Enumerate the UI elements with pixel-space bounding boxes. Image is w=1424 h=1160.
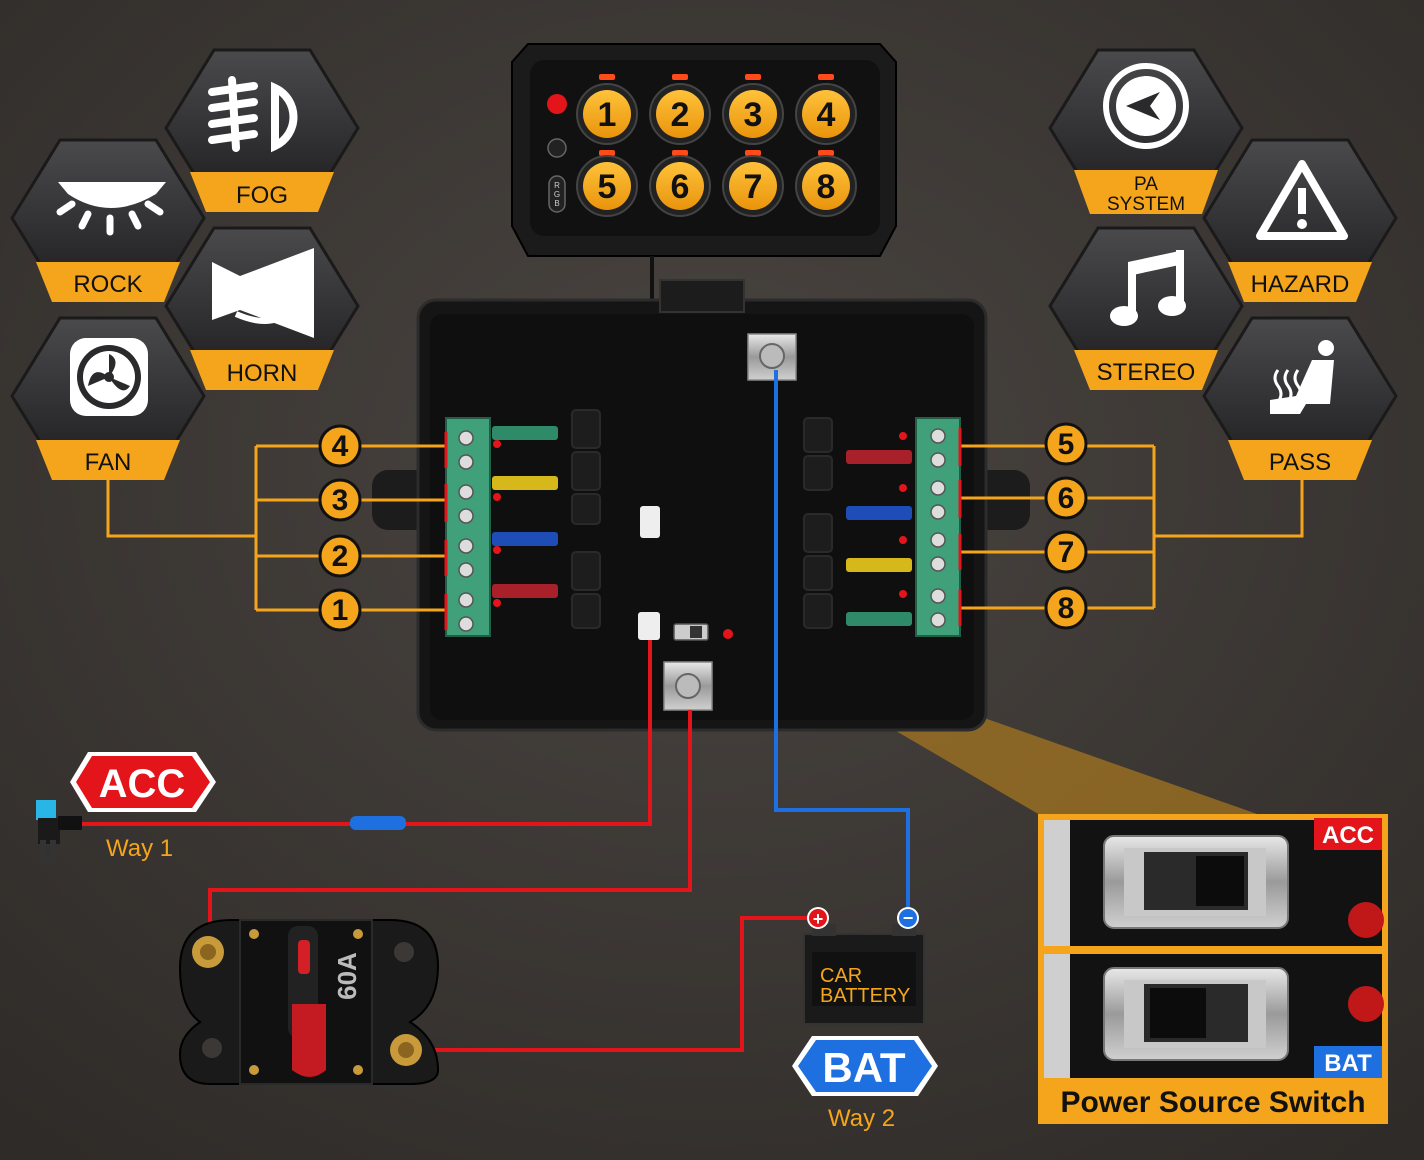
channel-badge-8: 8 xyxy=(1044,586,1088,630)
function-hex-stereo[interactable]: STEREO xyxy=(1048,226,1244,390)
svg-text:5: 5 xyxy=(598,168,617,206)
horn-icon xyxy=(212,248,314,338)
panel-button-1[interactable]: 1 xyxy=(576,74,638,145)
channel-badge-6: 6 xyxy=(1044,476,1088,520)
panel-button-6[interactable]: 6 xyxy=(649,150,711,217)
bat-way-label: Way 2 xyxy=(828,1105,895,1132)
rgb-label-g: G xyxy=(554,190,560,199)
svg-text:8: 8 xyxy=(1058,592,1075,625)
panel-button-5[interactable]: 5 xyxy=(576,150,638,217)
function-label-horn: HORN xyxy=(227,360,298,387)
power-switch-caption: Power Source Switch xyxy=(1060,1086,1365,1119)
panel-button-8[interactable]: 8 xyxy=(795,150,857,217)
function-hex-pa-system[interactable]: PA SYSTEM xyxy=(1048,48,1244,215)
rgb-label-r: R xyxy=(554,181,560,190)
pa-system-icon xyxy=(1103,63,1189,149)
svg-text:+: + xyxy=(813,909,824,929)
channel-badge-2: 2 xyxy=(318,534,362,578)
battery-minus-terminal: − xyxy=(897,907,919,929)
function-label-fog: FOG xyxy=(236,182,288,209)
circuit-breaker: 60A xyxy=(178,919,440,1085)
battery-plus-terminal: + xyxy=(807,907,829,929)
svg-text:4: 4 xyxy=(817,96,836,134)
brightness-button[interactable] xyxy=(547,138,567,158)
panel-button-3[interactable]: 3 xyxy=(722,74,784,145)
function-label-pa-line2: SYSTEM xyxy=(1107,194,1185,215)
svg-text:7: 7 xyxy=(744,168,763,206)
svg-text:2: 2 xyxy=(332,540,349,573)
rgb-button[interactable] xyxy=(548,175,566,213)
svg-text:3: 3 xyxy=(744,96,763,134)
bat-badge: BAT xyxy=(792,1036,938,1096)
svg-text:−: − xyxy=(903,908,914,928)
channel-badge-4: 4 xyxy=(318,424,362,468)
svg-text:ACC: ACC xyxy=(99,762,186,806)
svg-text:BAT: BAT xyxy=(822,1044,906,1091)
function-hex-horn[interactable]: HORN xyxy=(164,226,360,390)
svg-text:2: 2 xyxy=(671,96,690,134)
function-label-rock: ROCK xyxy=(73,271,142,298)
fog-light-icon xyxy=(208,76,298,153)
svg-text:6: 6 xyxy=(1058,482,1075,515)
left-channel-labels: 4 3 2 1 xyxy=(318,424,362,632)
svg-text:5: 5 xyxy=(1058,428,1075,461)
power-wires xyxy=(80,370,910,1052)
svg-text:7: 7 xyxy=(1058,536,1075,569)
function-label-fan: FAN xyxy=(85,449,132,476)
function-hex-fan[interactable]: FAN xyxy=(10,316,206,480)
svg-text:1: 1 xyxy=(332,594,349,627)
acc-badge: ACC xyxy=(70,752,216,812)
acc-way-label: Way 1 xyxy=(106,835,173,862)
right-channel-labels: 5 6 7 8 xyxy=(1044,422,1088,630)
control-panel: R G B 1 2 3 4 xyxy=(511,43,897,520)
svg-text:ACC: ACC xyxy=(1322,822,1374,849)
function-label-pa-line1: PA xyxy=(1134,174,1158,195)
svg-text:6: 6 xyxy=(671,168,690,206)
svg-text:BAT: BAT xyxy=(1324,1050,1372,1077)
inset-bat-badge: BAT xyxy=(1314,1046,1382,1078)
function-label-stereo: STEREO xyxy=(1097,359,1196,386)
function-hex-rock[interactable]: ROCK xyxy=(10,138,206,302)
panel-button-7[interactable]: 7 xyxy=(722,150,784,217)
panel-button-2[interactable]: 2 xyxy=(649,74,711,145)
relay-box xyxy=(372,279,1030,732)
breaker-rating: 60A xyxy=(332,952,362,1000)
function-label-hazard: HAZARD xyxy=(1251,271,1350,298)
function-hex-fog[interactable]: FOG xyxy=(164,48,360,212)
channel-badge-3: 3 xyxy=(318,478,362,522)
hazard-icon xyxy=(1256,160,1348,240)
svg-text:4: 4 xyxy=(332,430,349,463)
panel-button-4[interactable]: 4 xyxy=(795,74,857,145)
inset-acc-badge: ACC xyxy=(1314,818,1382,850)
svg-text:8: 8 xyxy=(817,168,836,206)
heated-seat-icon xyxy=(1270,340,1334,414)
power-button[interactable] xyxy=(547,94,567,114)
acc-fuse-tap xyxy=(36,800,406,862)
battery-label-line2: BATTERY xyxy=(820,985,910,1007)
fan-icon xyxy=(70,338,148,416)
svg-text:3: 3 xyxy=(332,484,349,517)
function-hex-hazard[interactable]: HAZARD xyxy=(1202,138,1398,302)
power-switch-inset: ACC BAT Power Source Switch xyxy=(1038,814,1388,1124)
function-hex-pass[interactable]: PASS xyxy=(1202,316,1398,480)
channel-badge-1: 1 xyxy=(318,588,362,632)
channel-badge-7: 7 xyxy=(1044,530,1088,574)
battery-label-line1: CAR xyxy=(820,965,862,987)
rock-light-icon xyxy=(56,182,166,236)
car-battery: CAR BATTERY + − xyxy=(803,907,925,1025)
function-label-pass: PASS xyxy=(1269,449,1331,476)
rgb-label-b: B xyxy=(554,199,559,208)
music-note-icon xyxy=(1110,250,1186,326)
channel-badge-5: 5 xyxy=(1044,422,1088,466)
svg-text:1: 1 xyxy=(598,96,617,134)
